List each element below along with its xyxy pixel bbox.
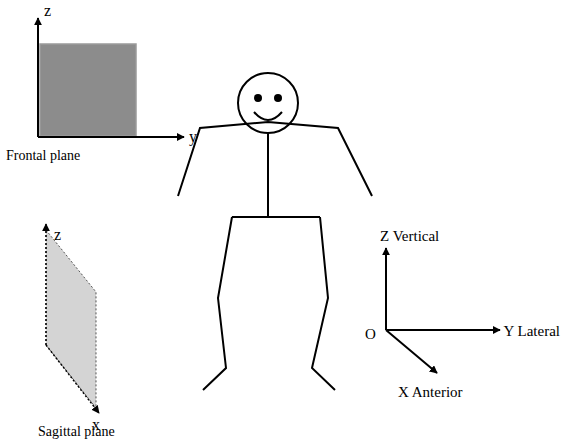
- origin-label: O: [365, 326, 376, 343]
- x-axis: [46, 345, 99, 413]
- axis-letter: z: [44, 2, 51, 20]
- y-axis: [38, 136, 184, 138]
- z-axis: [37, 18, 39, 137]
- axis-letter: y: [189, 128, 197, 146]
- sagittal-plane: [46, 230, 96, 408]
- axis-name: Z Vertical: [380, 228, 439, 245]
- vertical-axis: [385, 248, 387, 330]
- z-axis: [45, 224, 47, 345]
- eye: [274, 94, 282, 102]
- anterior-axis: [386, 330, 437, 373]
- stick-figure: [178, 73, 372, 390]
- lateral-axis: [386, 329, 500, 331]
- axis-letter: z: [54, 226, 61, 244]
- frontal-plane: [40, 44, 136, 136]
- axis-name: Y Lateral: [504, 323, 561, 340]
- plane-caption: Frontal plane: [6, 148, 80, 163]
- plane-caption: Sagittal plane: [38, 424, 115, 439]
- axis-name: X Anterior: [398, 384, 463, 401]
- eye: [254, 94, 262, 102]
